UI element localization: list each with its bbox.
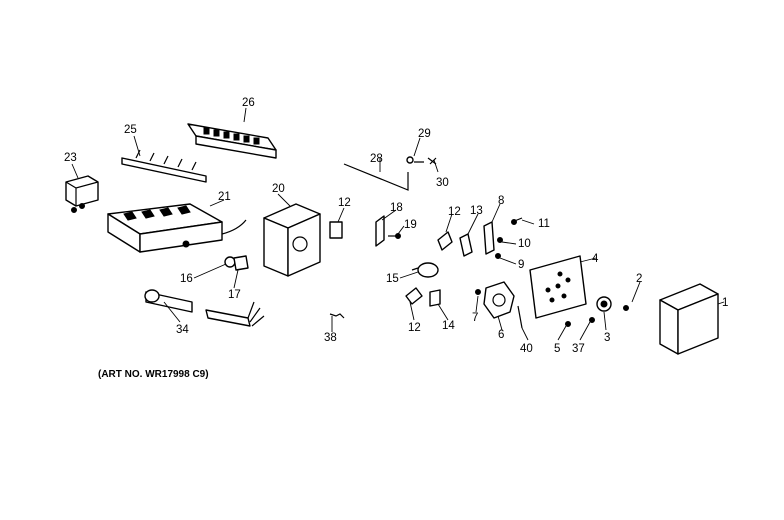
callout-2: 2 xyxy=(636,273,642,285)
part-25-ejector xyxy=(121,149,207,183)
callout-16: 16 xyxy=(180,273,193,285)
callout-40: 40 xyxy=(520,343,533,355)
callout-21: 21 xyxy=(218,191,231,203)
callout-37: 37 xyxy=(572,343,585,355)
callout-26: 26 xyxy=(242,97,255,109)
part-12-clip-b xyxy=(437,231,453,251)
callout-15: 15 xyxy=(386,273,399,285)
callout-11: 11 xyxy=(538,218,550,230)
callout-4: 4 xyxy=(592,253,599,265)
part-2-screw xyxy=(623,305,629,311)
part-20-housing xyxy=(263,203,321,277)
part-8-switch xyxy=(483,217,523,259)
part-5-screw xyxy=(565,321,571,327)
part-1-cover xyxy=(659,283,719,355)
callout-9: 9 xyxy=(518,259,524,271)
part-28-arm xyxy=(343,156,437,191)
part-21-mold xyxy=(107,203,247,253)
part-3-gear xyxy=(596,296,612,312)
part-23-box xyxy=(65,175,99,213)
part-40-spring xyxy=(517,305,523,329)
callout-10: 10 xyxy=(518,238,531,250)
part-7-screw xyxy=(475,289,481,295)
callout-25: 25 xyxy=(124,124,137,136)
callout-23: 23 xyxy=(64,152,77,164)
callout-17: 17 xyxy=(228,289,241,301)
callout-5: 5 xyxy=(554,343,560,355)
callout-7: 7 xyxy=(472,312,478,324)
part-15-solenoid xyxy=(411,262,439,278)
callout-29: 29 xyxy=(418,128,431,140)
callout-18: 18 xyxy=(390,202,403,214)
callout-3: 3 xyxy=(604,332,610,344)
callout-20: 20 xyxy=(272,183,285,195)
callout-6: 6 xyxy=(498,329,504,341)
callout-14: 14 xyxy=(442,320,455,332)
callout-labels: 26 25 23 21 20 12 28 29 30 18 19 12 13 8… xyxy=(64,97,728,355)
part-12-clip-c xyxy=(405,287,423,305)
part-38-wire xyxy=(329,313,345,319)
part-26-tray xyxy=(187,123,277,159)
callout-34: 34 xyxy=(176,324,189,336)
part-17-cam xyxy=(233,255,249,271)
callout-12a: 12 xyxy=(338,197,351,209)
part-harness xyxy=(205,301,265,327)
callout-12c: 12 xyxy=(408,322,421,334)
callout-28: 28 xyxy=(370,153,383,165)
part-18-bracket xyxy=(375,215,401,247)
art-number-caption: (ART NO. WR17998 C9) xyxy=(98,369,209,380)
callout-30: 30 xyxy=(436,177,449,189)
callout-13: 13 xyxy=(470,205,483,217)
part-6-motor xyxy=(483,281,515,319)
part-12-clip-a xyxy=(329,221,343,239)
callout-8: 8 xyxy=(498,195,504,207)
part-14-clip xyxy=(429,289,441,307)
callout-38: 38 xyxy=(324,332,337,344)
part-34-fill-cup xyxy=(144,289,193,313)
callout-12b: 12 xyxy=(448,206,461,218)
part-37-screw xyxy=(589,317,595,323)
callout-19: 19 xyxy=(404,219,417,231)
part-13-plate xyxy=(459,233,473,257)
leader-lines xyxy=(71,107,725,341)
part-4-plate xyxy=(529,255,587,319)
callout-1: 1 xyxy=(722,297,728,309)
